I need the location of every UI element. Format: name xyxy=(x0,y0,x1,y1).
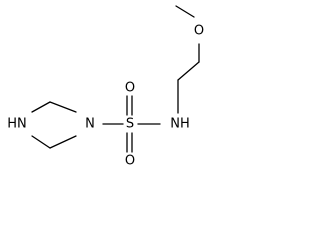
atom-oxygen-bottom: O xyxy=(125,154,135,169)
bond xyxy=(175,5,195,18)
atom-nh-amide: NH xyxy=(170,117,190,132)
structure-diagram: HN N S O O NH O xyxy=(7,5,204,169)
bond xyxy=(49,135,77,149)
bond xyxy=(31,135,51,149)
atom-n-ring: N xyxy=(85,117,95,132)
bond xyxy=(177,61,200,81)
atom-sulfur: S xyxy=(126,117,134,132)
bond xyxy=(49,101,77,113)
bond xyxy=(31,101,51,113)
methoxyethyl-chain xyxy=(175,5,200,114)
atom-oxygen-methoxy: O xyxy=(194,24,204,39)
atom-oxygen-top: O xyxy=(125,81,135,96)
piperazine-ring xyxy=(31,101,77,149)
sulfonyl-bonds xyxy=(126,95,133,153)
atom-nh-ring: HN xyxy=(7,117,27,132)
